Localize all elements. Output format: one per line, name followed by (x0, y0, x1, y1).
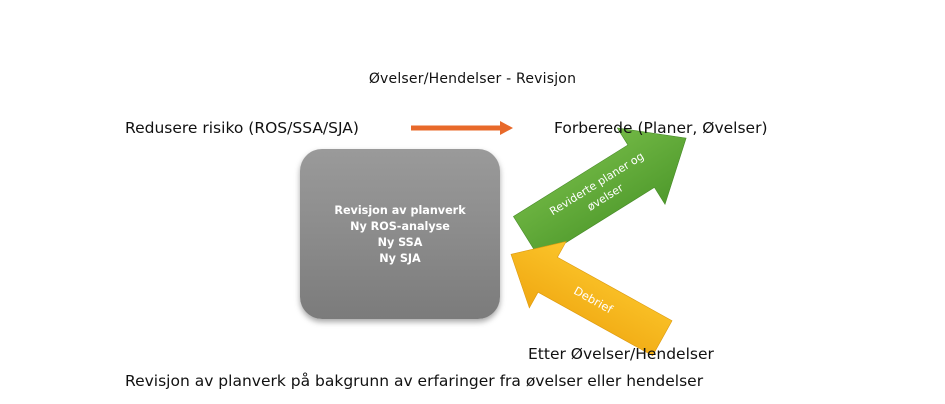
box-line-1: Revisjon av planverk (334, 204, 466, 217)
revision-box: Revisjon av planverk Ny ROS-analyse Ny S… (300, 149, 500, 319)
label-prepare: Forberede (Planer, Øvelser) (554, 119, 768, 137)
footer-caption: Revisjon av planverk på bakgrunn av erfa… (125, 372, 704, 390)
label-after-exercises: Etter Øvelser/Hendelser (528, 345, 714, 363)
box-line-4: Ny SJA (379, 252, 421, 265)
revision-box-text: Revisjon av planverk Ny ROS-analyse Ny S… (300, 203, 500, 267)
label-reduce-risk: Redusere risiko (ROS/SSA/SJA) (125, 119, 359, 137)
diagram-title: Øvelser/Hendelser - Revisjon (368, 71, 577, 87)
box-line-2: Ny ROS-analyse (350, 220, 450, 233)
yellow-arrow: Debrief (510, 241, 673, 357)
box-line-3: Ny SSA (377, 236, 423, 249)
orange-arrow (411, 121, 513, 135)
